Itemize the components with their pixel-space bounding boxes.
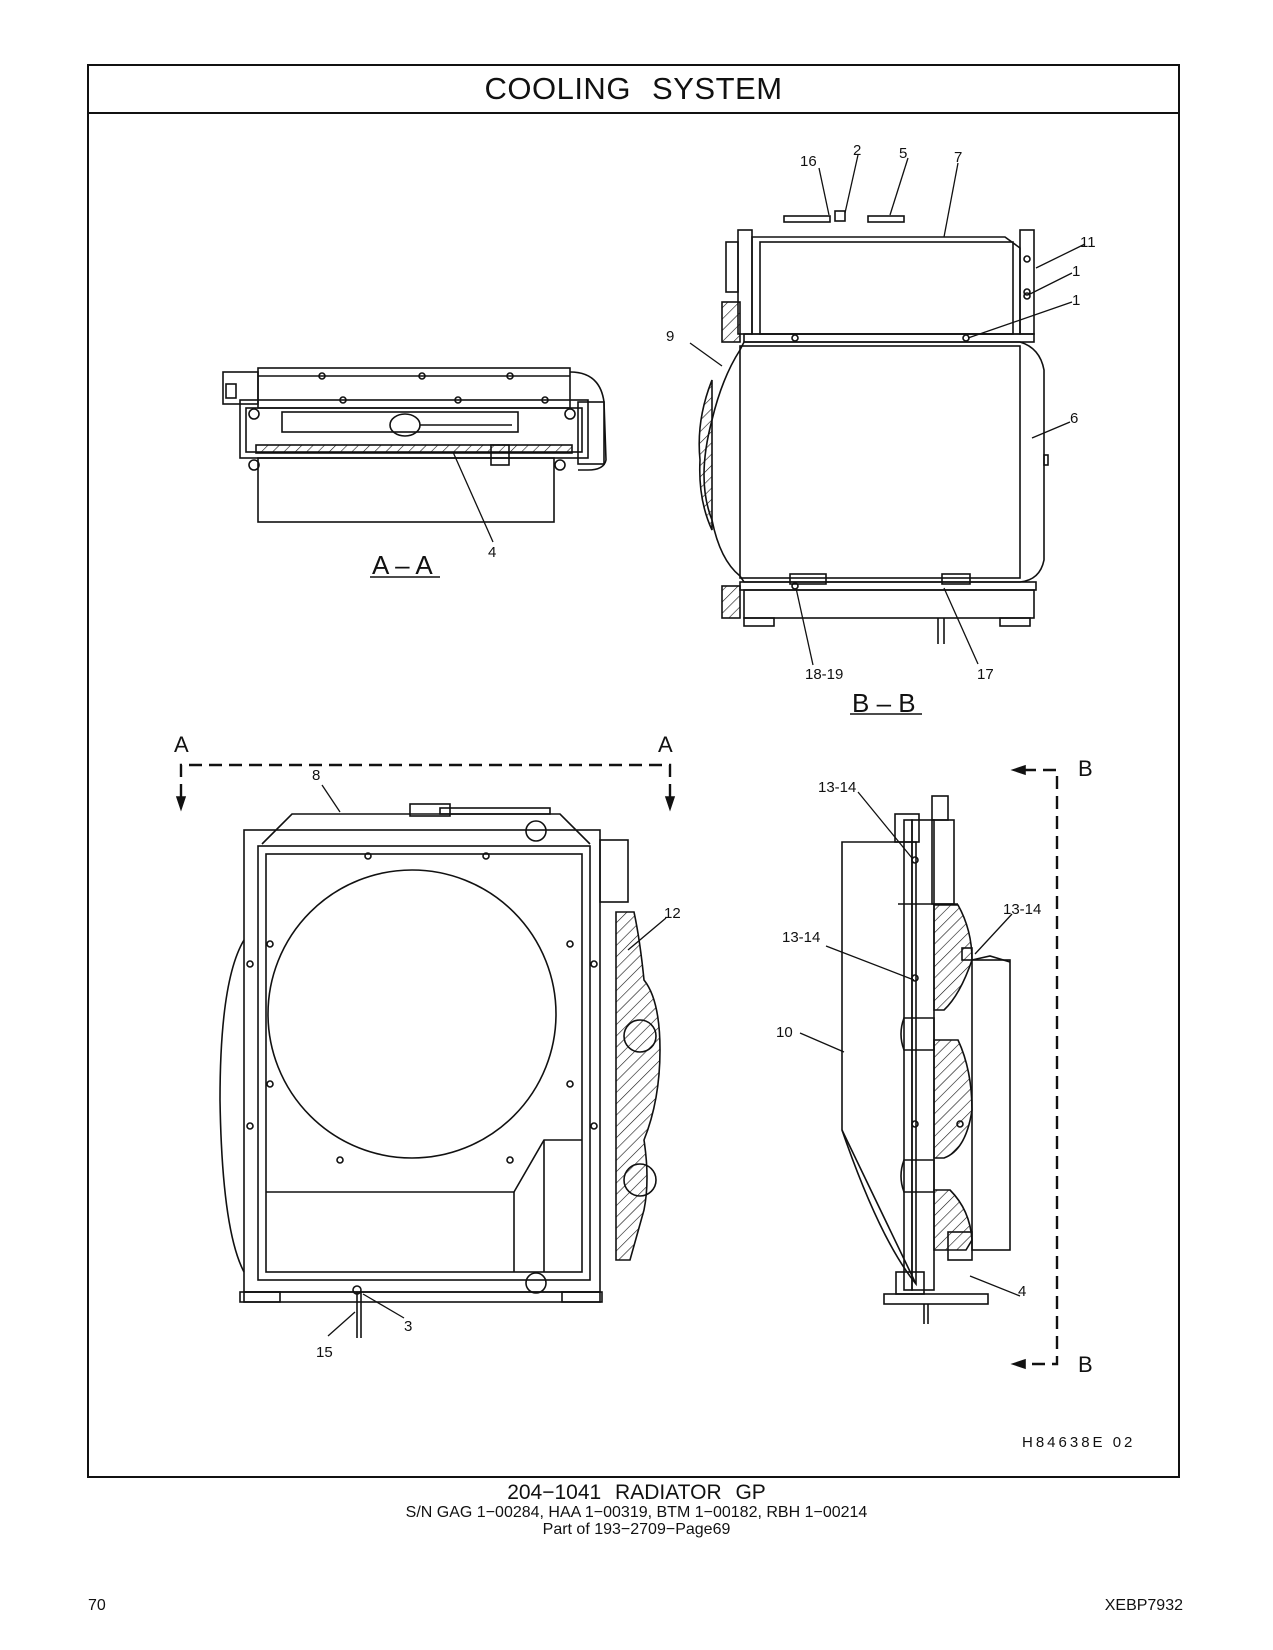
- document-code: XEBP7932: [1104, 1597, 1183, 1614]
- section-bb-label: B – B: [852, 688, 916, 718]
- callout-4-side: 4: [1018, 1283, 1026, 1300]
- part-caption: 204−1041 RADIATOR GP S/N GAG 1−00284, HA…: [0, 1481, 1273, 1539]
- cut-line-b-bottom-label: B: [1078, 1352, 1093, 1377]
- callout-11: 11: [1080, 234, 1096, 251]
- callout-17: 17: [977, 666, 994, 683]
- callout-5: 5: [899, 145, 907, 162]
- section-aa-view: [222, 367, 607, 578]
- callout-15: 15: [316, 1344, 333, 1361]
- section-bb-view: [689, 154, 1086, 715]
- callout-8: 8: [312, 767, 320, 784]
- callout-7: 7: [954, 149, 962, 166]
- cut-line-b-top-label: B: [1078, 756, 1093, 781]
- page-number: 70: [88, 1597, 106, 1614]
- cut-line-a-left-label: A: [174, 732, 189, 757]
- callout-18-19: 18-19: [805, 666, 843, 683]
- callout-1-lower: 1: [1072, 292, 1080, 309]
- part-title: 204−1041 RADIATOR GP: [507, 1481, 766, 1504]
- section-aa-label: A – A: [372, 550, 433, 580]
- callout-12: 12: [664, 905, 681, 922]
- callout-10: 10: [776, 1024, 793, 1041]
- serial-number-line: S/N GAG 1−00284, HAA 1−00319, BTM 1−0018…: [405, 1504, 868, 1521]
- page-title: COOLING SYSTEM: [484, 71, 783, 106]
- callout-13-14-left: 13-14: [782, 929, 820, 946]
- callout-9: 9: [666, 328, 674, 345]
- front-view: [175, 763, 676, 1338]
- callout-13-14-top: 13-14: [818, 779, 856, 796]
- callout-16: 16: [800, 153, 817, 170]
- cut-line-a-right-label: A: [658, 732, 673, 757]
- callout-1-upper: 1: [1072, 263, 1080, 280]
- illustration-frame: COOLING SYSTEM: [87, 64, 1180, 1478]
- side-view: [799, 764, 1059, 1370]
- callout-13-14-right: 13-14: [1003, 901, 1041, 918]
- callout-6: 6: [1070, 410, 1078, 427]
- callout-3: 3: [404, 1318, 412, 1335]
- callout-4-aa: 4: [488, 544, 496, 561]
- title-bar: COOLING SYSTEM: [89, 66, 1178, 114]
- callout-2: 2: [853, 142, 861, 159]
- illustration-code: H84638E 02: [1022, 1434, 1135, 1451]
- part-of-line: Part of 193−2709−Page69: [542, 1521, 731, 1538]
